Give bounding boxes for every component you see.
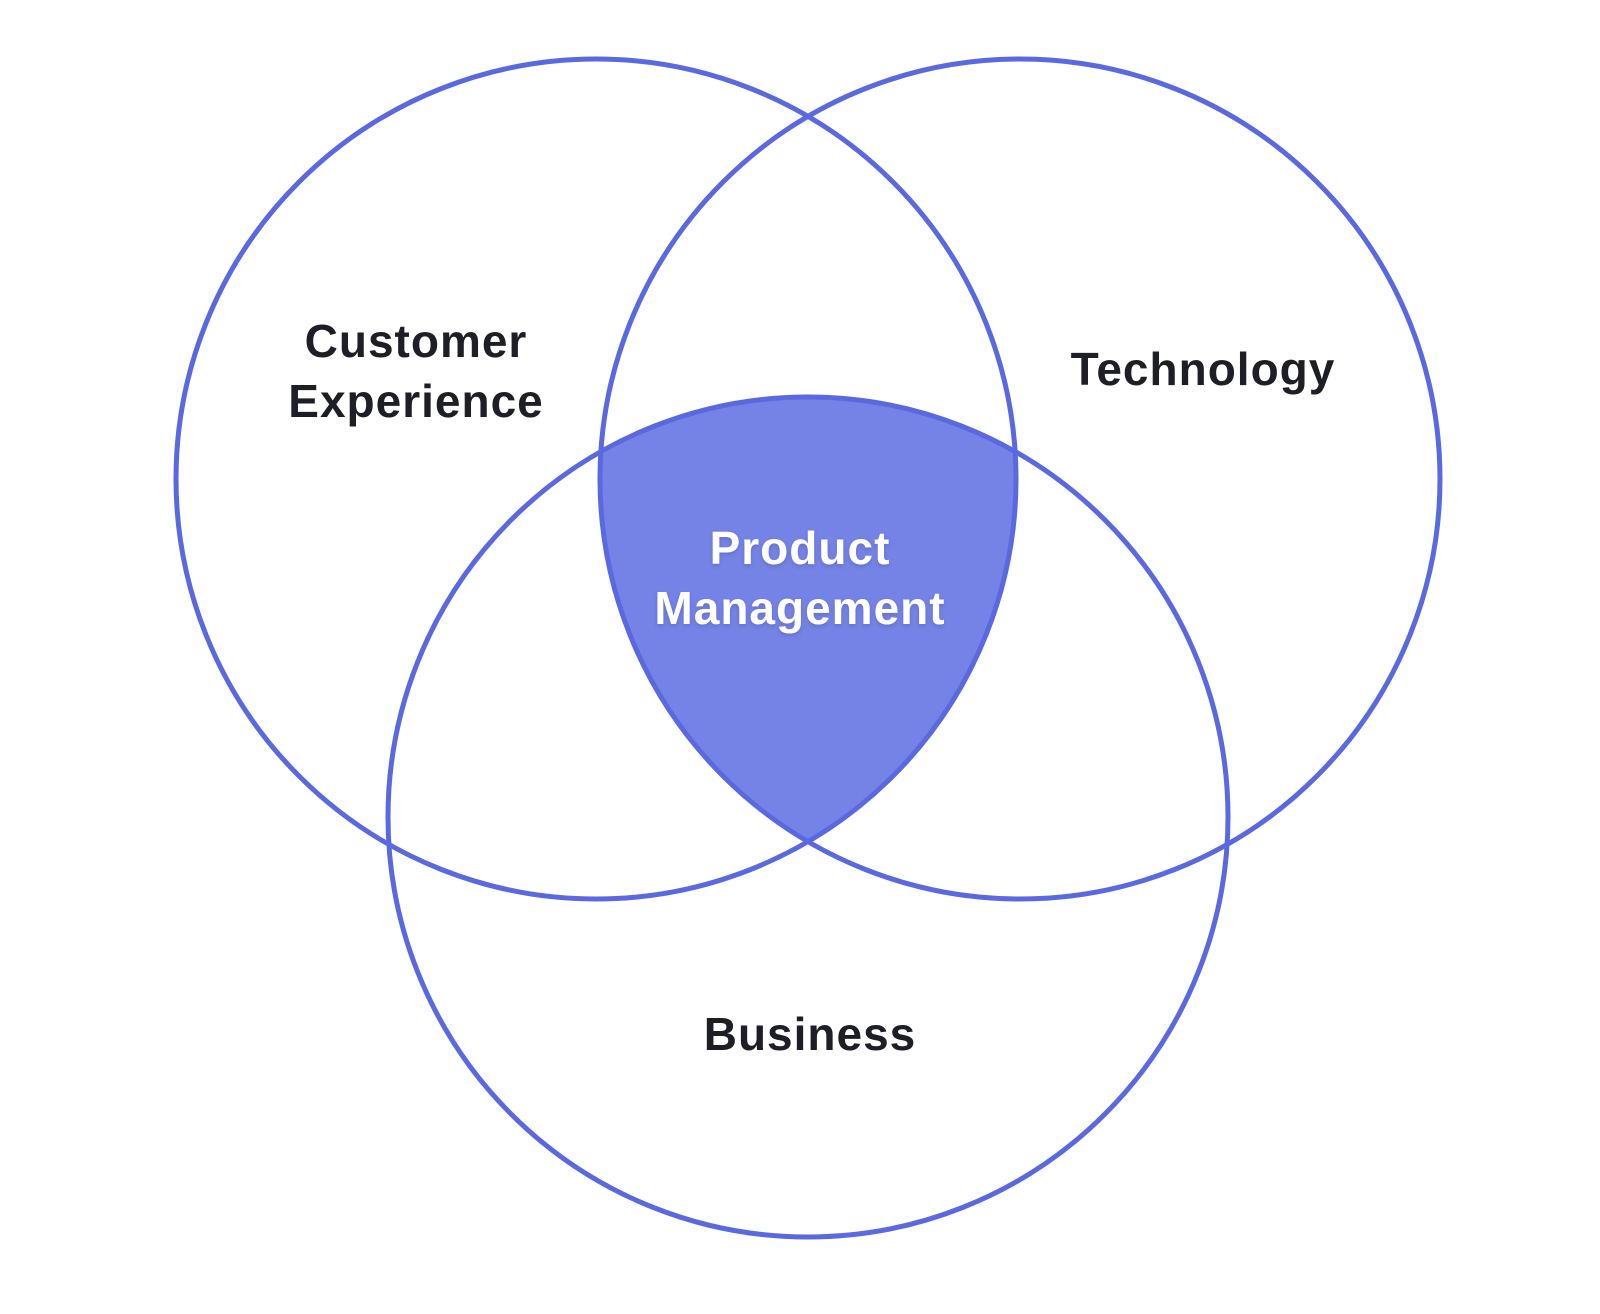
label-business: Business: [703, 1008, 917, 1061]
label-product-management: Product Management: [654, 522, 946, 634]
label-technology: Technology: [1070, 343, 1336, 396]
label-customer-experience: Customer Experience: [288, 315, 544, 427]
circle-business: [385, 394, 1231, 1240]
intersection-region: [600, 397, 1016, 842]
circle-technology: [597, 56, 1443, 902]
circle-customer-experience: [173, 56, 1019, 902]
